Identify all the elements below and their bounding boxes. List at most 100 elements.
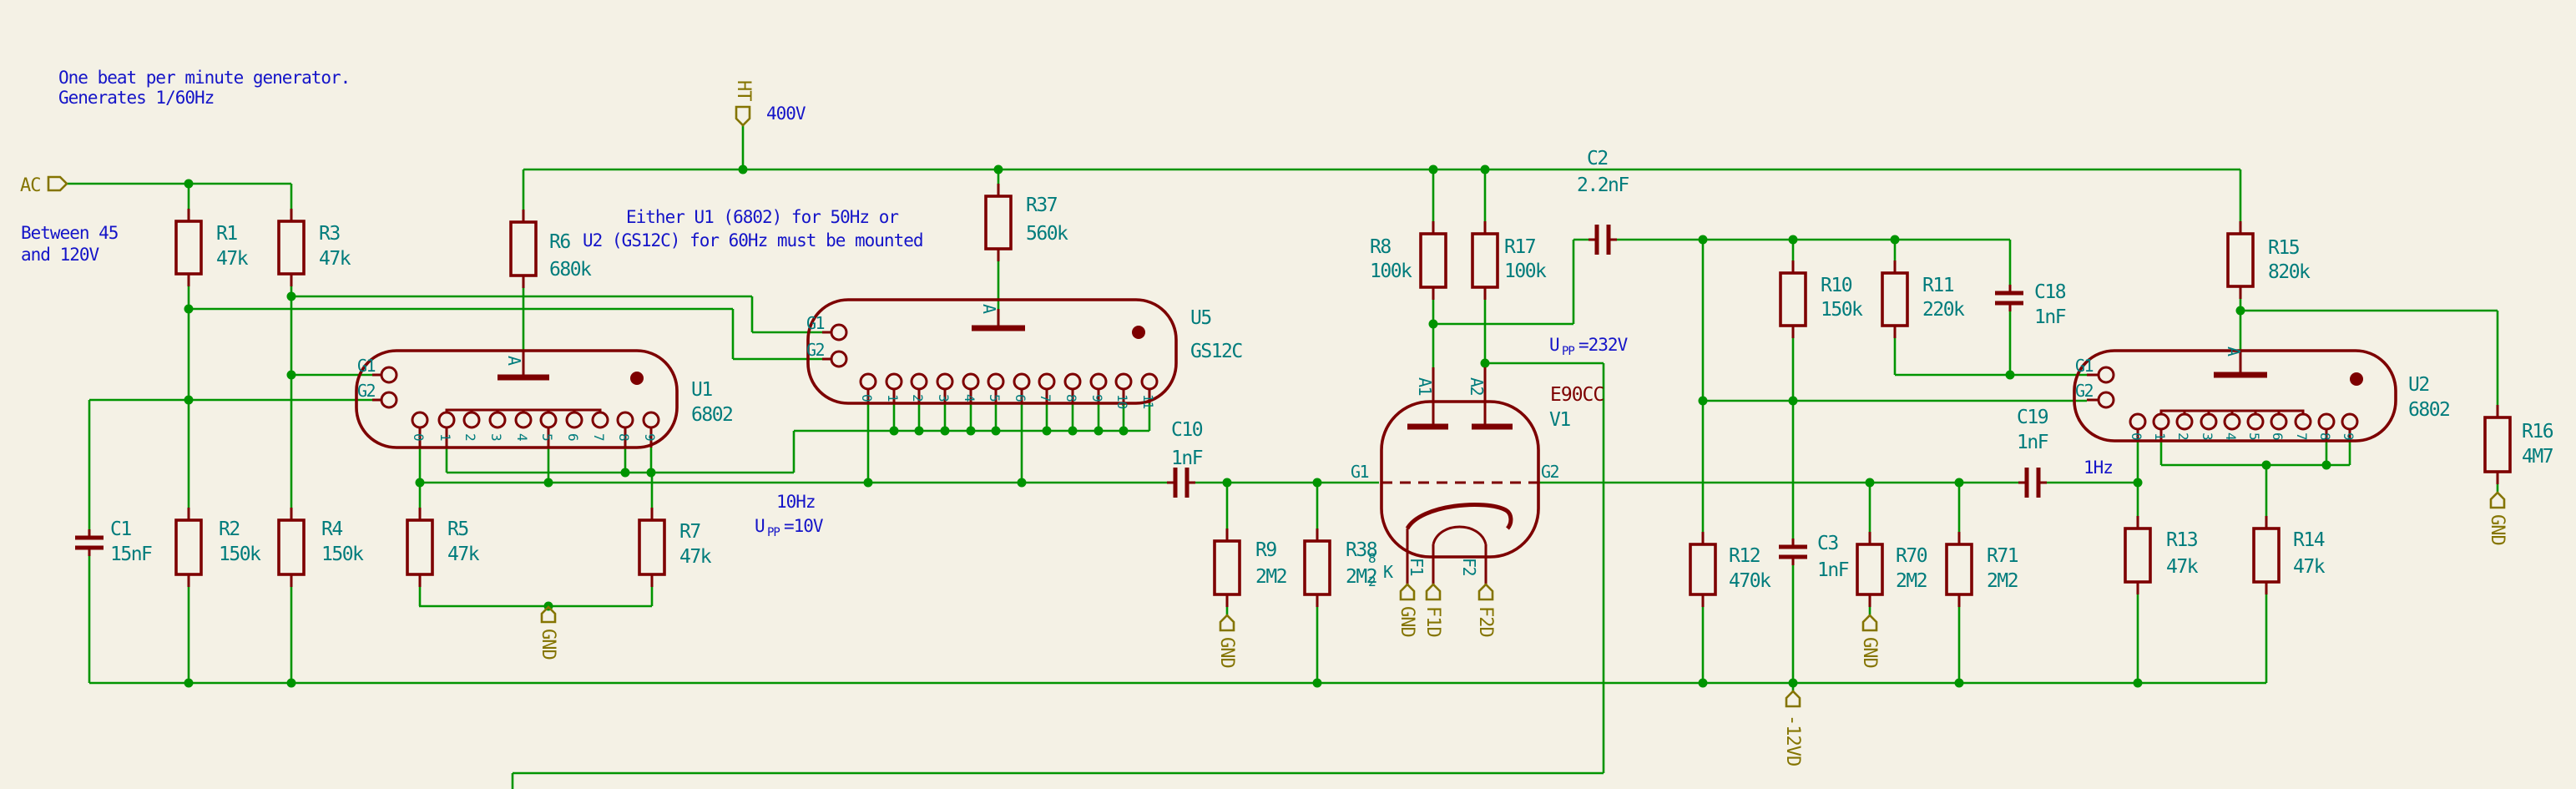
r11-val: 220k	[1922, 299, 1965, 321]
resistor-r70	[1856, 543, 1884, 596]
neg12vd-label: -12VD	[1782, 715, 1803, 766]
gnd-flag-icon	[540, 605, 557, 624]
c18-val: 1nF	[2034, 306, 2066, 328]
u2-a-label: A	[2224, 346, 2244, 357]
r10-ref: R10	[1821, 275, 1852, 296]
ac-label: AC	[20, 175, 41, 196]
v1-pin8-label: 8	[1368, 550, 1376, 566]
r5-ref: R5	[447, 518, 468, 540]
ac-flag-icon	[47, 175, 68, 192]
u2-pin-label: 2	[2175, 432, 2191, 440]
v1-pin2-label: 2	[1368, 574, 1376, 589]
gnd-flag-icon	[1399, 583, 1416, 601]
resistor-text: R1 47k R3 47k R6 680k R37 560k R8 100k R…	[216, 195, 2554, 592]
filament-arc	[1432, 525, 1488, 545]
r2-val: 150k	[219, 544, 261, 565]
c2-ref: C2	[1587, 148, 1608, 169]
tube-v1[interactable]	[1380, 367, 1540, 584]
resistor-r1	[174, 220, 203, 276]
ht-flag-icon	[735, 105, 751, 127]
power-flags[interactable]	[47, 105, 2506, 708]
gas-dot-u5	[1132, 326, 1145, 339]
note-upp232-val: =232V	[1578, 335, 1629, 355]
resistor-r38	[1303, 539, 1331, 596]
u2-pin-label: 0	[2129, 432, 2144, 440]
resistor-r37	[984, 195, 1013, 250]
resistor-leads	[187, 184, 2499, 607]
v1-a2-label: A2	[1467, 377, 1487, 396]
resistor-r6	[509, 220, 538, 277]
r12-val: 470k	[1729, 570, 1771, 592]
capacitor-c19	[2024, 468, 2041, 498]
u2-pin-label: 8	[2317, 432, 2333, 440]
resistor-r8	[1419, 232, 1447, 289]
gnd-label: GND	[2487, 514, 2508, 545]
r8-ref: R8	[1370, 236, 1391, 258]
resistor-r17	[1471, 232, 1499, 289]
c19-ref: C19	[2017, 407, 2048, 428]
r11-ref: R11	[1922, 275, 1954, 296]
capacitor-c1	[75, 535, 104, 550]
tube-u2[interactable]	[2073, 349, 2397, 443]
u5-g1-label: G1	[806, 313, 825, 333]
tube-u5[interactable]	[806, 298, 1178, 405]
u5-pin-label: 7	[1038, 394, 1053, 402]
u2-g2-label: G2	[2075, 381, 2094, 401]
v1-val: E90CC	[1550, 384, 1604, 406]
note-title-1: One beat per minute generator.	[58, 68, 350, 88]
c10-ref: C10	[1171, 419, 1203, 441]
r6-ref: R6	[549, 231, 570, 253]
gnd-label: GND	[1216, 637, 1237, 668]
c10-val: 1nF	[1171, 448, 1203, 469]
u2-pin-label: 1	[2152, 432, 2168, 440]
u1-pin-label: 6	[565, 433, 581, 441]
r1-val: 47k	[216, 248, 249, 270]
f1d-label: F1D	[1422, 606, 1443, 637]
comment-text: One beat per minute generator. Generates…	[21, 68, 2114, 539]
resistor-r7	[638, 518, 666, 576]
u2-g1-label: G1	[2075, 356, 2094, 376]
u1-pin-label: 7	[591, 433, 607, 441]
u5-pin-label: 8	[1063, 394, 1079, 402]
r4-val: 150k	[321, 544, 364, 565]
gnd-label: GND	[538, 629, 558, 660]
r3-ref: R3	[319, 223, 340, 245]
note-upp232-sub: PP	[1562, 345, 1574, 358]
v1-ref: V1	[1549, 409, 1570, 431]
wires	[67, 125, 2499, 789]
u5-a-label: A	[979, 304, 999, 314]
u5-pin-label: 5	[987, 394, 1003, 402]
u2-pin-label: 7	[2294, 432, 2310, 440]
note-between-1: Between 45	[21, 223, 118, 243]
r14-val: 47k	[2293, 556, 2326, 578]
f1d-flag-icon	[1425, 583, 1442, 601]
u2-val: 6802	[2408, 399, 2449, 421]
tube-u1[interactable]	[355, 349, 679, 449]
f2d-flag-icon	[1477, 583, 1494, 601]
u1-pin-label: 9	[642, 433, 658, 441]
power-text: AC HT GND F1D F2D GND GND GND GND -12VD	[20, 80, 2508, 766]
r6-val: 680k	[549, 259, 592, 281]
c3-val: 1nF	[1817, 559, 1849, 581]
u5-val: GS12C	[1190, 341, 1242, 362]
resistor-bodies[interactable]	[174, 195, 2512, 596]
r3-val: 47k	[319, 248, 351, 270]
u1-a-label: A	[504, 356, 524, 366]
u1-pin-label: 4	[514, 433, 530, 441]
u5-pin-label: 10	[1114, 394, 1130, 409]
v1-g1-label: G1	[1351, 462, 1369, 482]
r13-val: 47k	[2166, 556, 2199, 578]
r9-ref: R9	[1255, 539, 1276, 561]
capacitors[interactable]	[75, 225, 2047, 565]
u5-pin-label: 2	[910, 394, 926, 402]
resistor-r71	[1945, 543, 1973, 596]
f2d-label: F2D	[1475, 606, 1496, 637]
u1-pin-label: 8	[616, 433, 632, 441]
capacitor-c3	[1779, 544, 1807, 559]
u1-val: 6802	[691, 404, 732, 426]
capacitor-c10	[1173, 468, 1190, 498]
u5-ref: U5	[1190, 307, 1211, 329]
r17-ref: R17	[1504, 236, 1536, 258]
u1-pin-label: 0	[411, 433, 427, 441]
